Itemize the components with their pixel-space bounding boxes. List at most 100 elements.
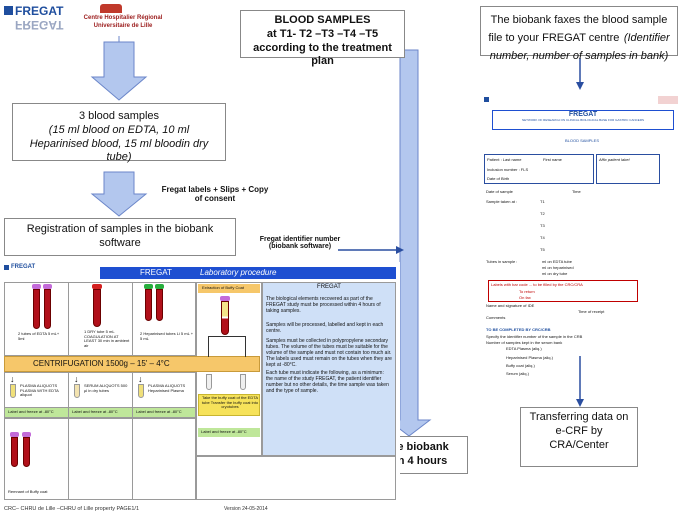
labels-note-line1: Fregat labels + Slips + Copy xyxy=(161,185,269,194)
tube1-label: 2 tubes of EDTA 5 mL+ 5ml xyxy=(18,331,60,341)
down-arrow-3: ↓ xyxy=(138,374,143,384)
label-row-2-text: Label and freeze at -80°C xyxy=(72,409,118,414)
row-sample-date: Date of sample xyxy=(486,189,513,194)
row-hep: Heparinised Plasma (aliq.) xyxy=(506,355,553,360)
tube-edta: ml on EDTA tube xyxy=(542,259,572,264)
affix-box: Affix patient label xyxy=(596,154,660,184)
labels-note-line2: of consent xyxy=(194,194,236,203)
info-panel-p1: The biological elements recovered as par… xyxy=(266,296,381,314)
bottom-tube-a xyxy=(11,437,18,467)
blood-samples-line3: according to the treatment plan xyxy=(253,41,392,68)
blood-samples-line2: at T1- T2 –T3 –T4 –T5 xyxy=(266,27,379,40)
comments: Comments xyxy=(486,315,506,320)
tube-dry: ml on dry tube xyxy=(542,271,568,276)
row-edta: EDTA Plasma (aliq.) xyxy=(506,346,542,351)
form-subtitle: NETWORK OF RESEARCH ON CLINICAL BIOLOGIC… xyxy=(522,118,644,122)
three-samples-line2: (15 ml blood on EDTA, 10 ml Heparinised … xyxy=(29,123,209,164)
buffy-tube-cap xyxy=(220,296,230,301)
procedure-logo-icon xyxy=(4,265,9,270)
patient-box: Patient : Last name First name Inclusion… xyxy=(484,154,594,184)
tube3-label: 2 Heparinised tubes Li 5 mL + 5 mL xyxy=(140,331,194,341)
biobank-fax-box: The biobank faxes the blood sample file … xyxy=(480,6,678,62)
procedure-version: Version 24-05-2014 xyxy=(224,506,268,512)
chru-logo: Centre Hospitalier Régional Universitair… xyxy=(78,4,168,36)
col-divider-2 xyxy=(132,282,133,500)
label-row-3-text: Label and freeze at -80°C xyxy=(136,409,182,414)
specify: Specify the identifier number of the sam… xyxy=(486,334,583,339)
down-arrow-2: ↓ xyxy=(74,374,79,384)
info-panel xyxy=(262,282,396,456)
fregat-logo-text: FREGAT xyxy=(15,4,64,18)
buffy-yellow-box: Take the buffy coat of the EDTA tube Tra… xyxy=(198,394,260,416)
form-logo-left xyxy=(484,96,506,106)
tube1-cap-a xyxy=(32,284,41,289)
three-samples-box: 3 blood samples (15 ml blood on EDTA, 10… xyxy=(12,103,226,163)
down-arrow-1: ↓ xyxy=(10,374,15,384)
row-serum: Serum (aliq.) xyxy=(506,371,529,376)
t1-option: T1 xyxy=(540,199,545,204)
hospital-name-2: Universitaire de Lille xyxy=(93,23,153,29)
procedure-logo-text: FREGAT xyxy=(11,264,36,270)
tube3-cap-b xyxy=(155,284,164,289)
tube2 xyxy=(93,289,101,327)
registration-box: Registration of samples in the biobank s… xyxy=(4,218,236,256)
hospital-name-1: Centre Hospitalier Régional xyxy=(83,15,163,21)
warning-box: Labels with bar code ... to be filled by… xyxy=(488,280,638,302)
buffy-label-text: Label and freeze at -80°C xyxy=(201,429,247,434)
transferring-box: Transferring data on e-CRF by CRA/Center xyxy=(520,407,638,467)
time-reception: Time of receipt xyxy=(578,309,605,314)
transferring-line3: CRA/Center xyxy=(549,438,609,451)
buffy-tube xyxy=(221,301,229,335)
procedure-banner-right: Laboratory procedure xyxy=(200,268,277,277)
row-patient: Patient : Last name xyxy=(487,157,522,162)
tube-hep: ml on heparinised xyxy=(542,265,574,270)
label-row-1-text: Label and freeze at -80°C xyxy=(8,409,54,414)
biobank-fax-italic: (Identifier number, number of samples in… xyxy=(489,32,670,62)
three-samples-line1: 3 blood samples xyxy=(78,110,160,122)
tube1-b xyxy=(44,289,51,329)
chru-logo-icon xyxy=(100,4,122,13)
tube3-cap-a xyxy=(144,284,153,289)
label-row-1: Label and freeze at -80°C xyxy=(5,408,68,417)
biobank-fax-text: The biobank faxes the blood sample file … xyxy=(488,14,668,44)
sample-at: Sample taken at : xyxy=(486,199,518,204)
warning-text: Labels with bar code ... to be filled by… xyxy=(491,282,583,287)
procedure-banner-left: FREGAT xyxy=(140,268,172,277)
fregat-logo: FREGAT FREGAT xyxy=(4,4,64,34)
centrifugation-text: CENTRIFUGATION 1500g – 15' – 4°C xyxy=(33,359,170,368)
t2-option: T2 xyxy=(540,211,545,216)
signature: Name and signature of IDE xyxy=(486,303,535,308)
aliquot3-tube xyxy=(138,384,144,398)
aliquot3-label: PLASMA ALIQUOTS Heparinised Plasma xyxy=(148,383,186,393)
t4-option: T4 xyxy=(540,235,545,240)
form-rows-extra: Heparinised Plasma (aliq.) Buffy coat (a… xyxy=(482,355,602,396)
buffy-aliquot-2 xyxy=(240,374,246,390)
completed-by: TO BE COMPLETED BY CRC/CRB xyxy=(486,327,551,332)
bottom-tube-cap-b xyxy=(22,432,31,437)
aliquot2-label: SERUM ALIQUOTS 500 µl in dry tubes xyxy=(84,383,128,393)
buffy-label-row: Label and freeze at -80°C xyxy=(198,428,260,437)
info-panel-p2: Samples will be processed, labelled and … xyxy=(266,322,384,334)
row-inclusion: Inclusion number : FLS xyxy=(487,167,529,172)
procedure-footer: CRC– CHRU de Lille –CHRU of Lille proper… xyxy=(4,506,140,512)
col-divider-1 xyxy=(68,282,69,500)
transferring-line1: Transferring data on xyxy=(529,411,629,423)
buffy-header: Extraction of Buffy Coat xyxy=(198,284,260,293)
tubes-row xyxy=(4,282,196,356)
buffy-split-lines xyxy=(208,336,246,357)
identifier-note-line2: (biobank software) xyxy=(268,243,332,250)
registration-text: Registration of samples in the biobank s… xyxy=(26,223,214,249)
blood-samples-line1: BLOOD SAMPLES xyxy=(274,14,371,26)
tube2-cap xyxy=(92,284,102,289)
on-fax: On fax xyxy=(519,295,531,300)
bottom-tubes-label: Remnant of Buffy coat xyxy=(8,489,48,494)
labels-note: Fregat labels + Slips + Copy of consent xyxy=(150,185,280,203)
tube3-a xyxy=(145,289,152,321)
procedure-banner: FREGAT Laboratory procedure xyxy=(100,267,396,279)
info-panel-title: FREGAT xyxy=(317,284,341,290)
form-title: FREGAT xyxy=(568,111,598,118)
form-logo-icon xyxy=(484,97,489,102)
tube2-label: 1 DRY tube 5 mL COAGULATION AT LEAST 30 … xyxy=(84,329,130,348)
info-panel-p3: Samples must be collected in polypropyle… xyxy=(266,338,392,368)
